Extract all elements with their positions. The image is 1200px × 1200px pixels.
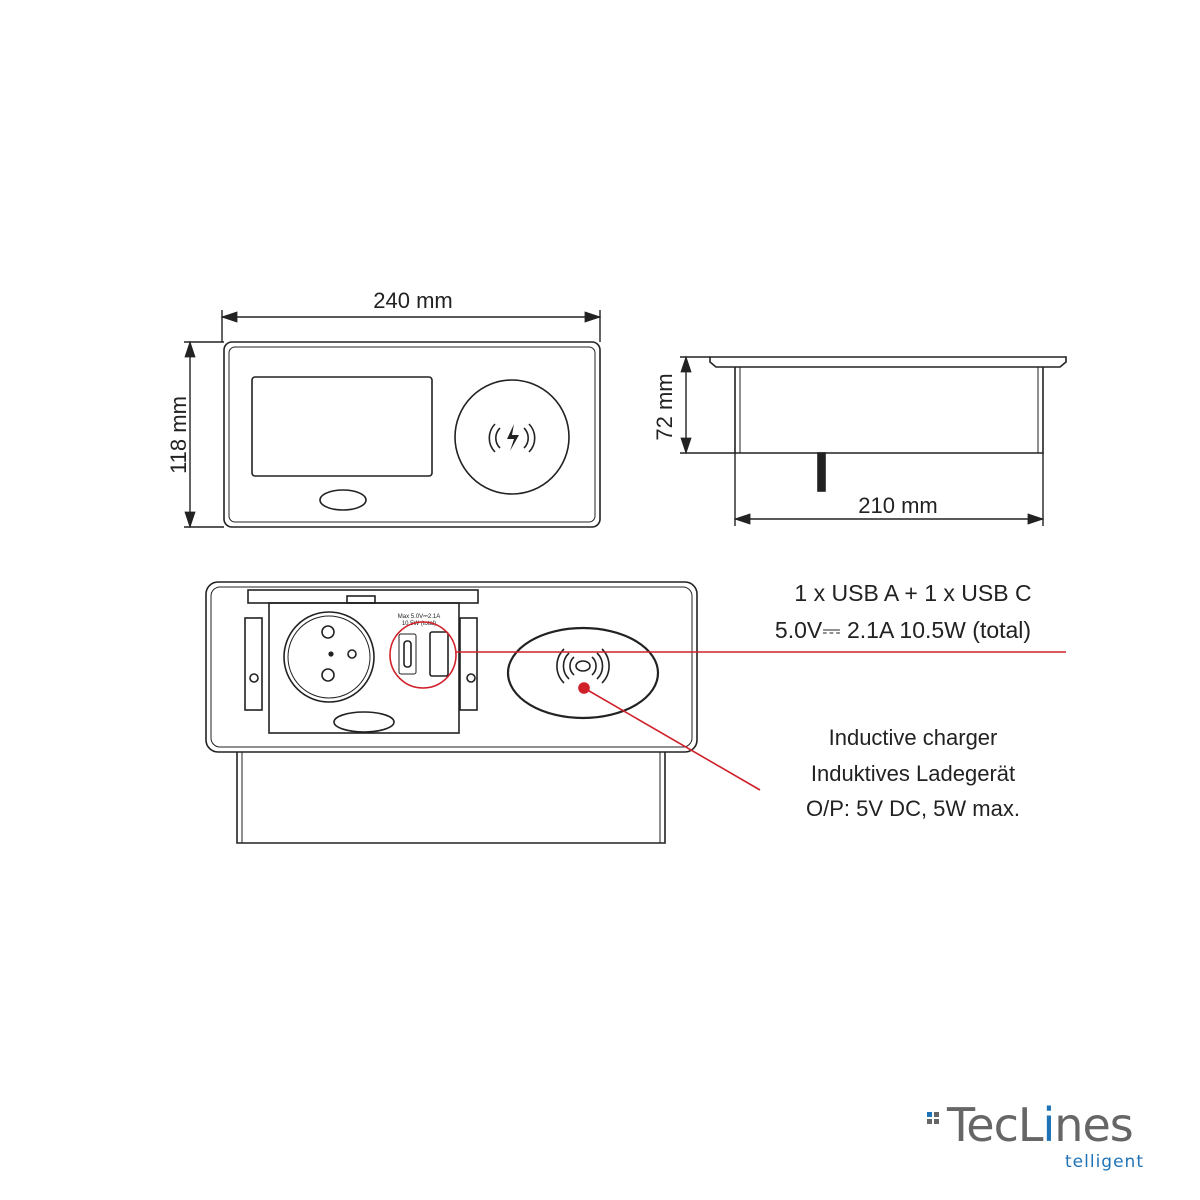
logo-part-a: TecL [947,1098,1044,1152]
logo-part-b: i [1042,1098,1056,1152]
dim-depth-side: 72 mm [652,373,677,440]
side-view [709,356,1067,492]
inductive-line1: Inductive charger [829,725,998,750]
inductive-callout-marker [578,682,761,791]
logo-dots-icon [927,1112,941,1126]
dim-width-side: 210 mm [858,493,937,518]
logo-wordmark: TecLines [947,1098,1134,1152]
dim-height-top: 118 mm [166,396,191,474]
wireless-pad [506,626,660,720]
dimension-118 [184,340,224,529]
wireless-charge-icon [507,424,519,451]
open-view [205,581,698,844]
dim-width-top: 240 mm [373,288,452,313]
wireless-pad-top [454,379,570,495]
usb-c-port [398,633,417,675]
dimension-240 [220,310,602,342]
logo-tagline: telligent [1065,1152,1144,1172]
usb-panel-label-2: 10.5W (total) [402,621,436,627]
schuko-socket [283,611,375,703]
usb-callout-line1: 1 x USB A + 1 x USB C [794,580,1031,606]
usb-a-port [429,631,449,677]
inductive-line2: Induktives Ladegerät [811,761,1015,786]
wireless-icon [556,648,610,684]
socket-cover [251,376,433,477]
dimension-72 [680,355,735,455]
teclines-logo: TecLines telligent [925,1098,1165,1184]
usb-callout-marker [389,621,1066,689]
top-view [223,341,601,528]
usb-callout-line2: 5.0V⎓ 2.1A 10.5W (total) [775,617,1031,643]
inductive-line3: O/P: 5V DC, 5W max. [806,796,1020,821]
logo-part-c: nes [1054,1098,1133,1152]
usb-panel-label-1: Max 5.0V⎓2.1A [398,614,440,620]
dimension-210 [733,453,1045,526]
cable [817,452,826,492]
